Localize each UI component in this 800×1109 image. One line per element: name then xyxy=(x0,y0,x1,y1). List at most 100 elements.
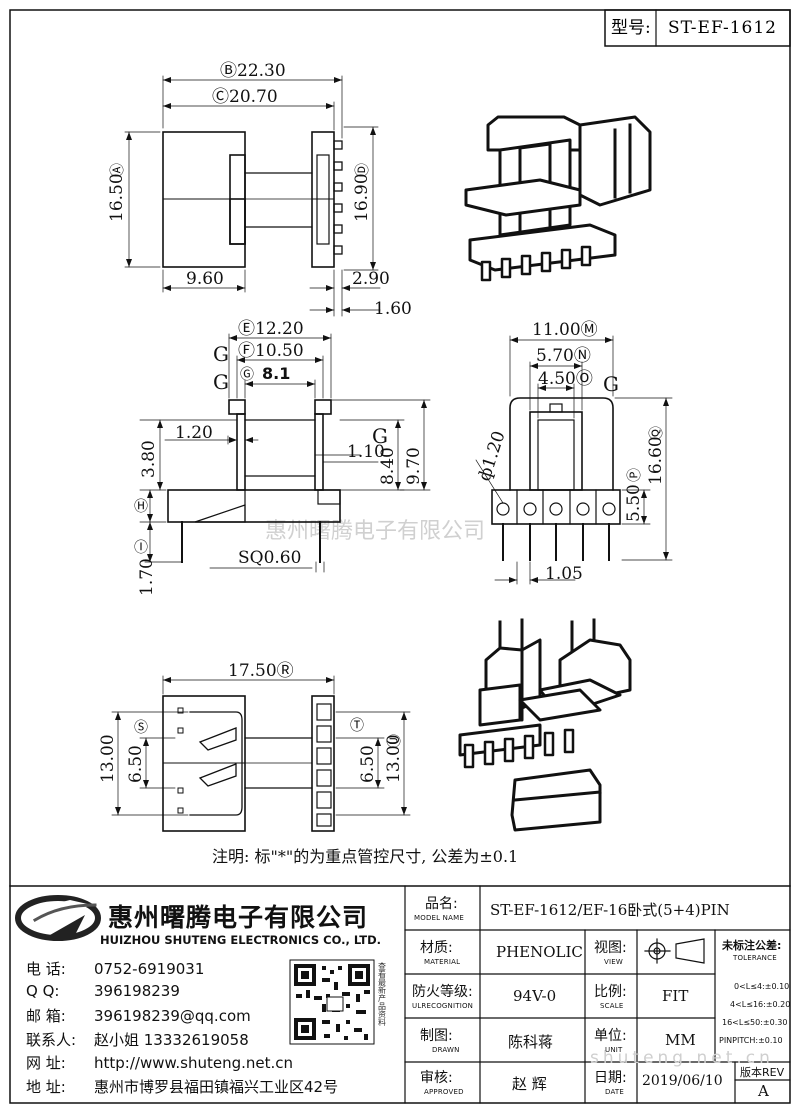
dim-P: 5.50 xyxy=(624,484,644,522)
dim-2-90: 2.90 xyxy=(352,269,390,289)
projection-symbol-icon xyxy=(644,938,705,964)
dim-G-tag: Ⓖ xyxy=(240,367,254,383)
dim-E: Ⓔ12.20 xyxy=(238,319,304,339)
dim-R: 17.50Ⓡ xyxy=(228,661,294,681)
dim-N: 5.70Ⓝ xyxy=(536,346,591,366)
contact-value[interactable]: http://www.shuteng.net.cn xyxy=(94,1054,294,1072)
dim-I-tag: Ⓘ xyxy=(134,540,148,556)
side-view xyxy=(167,399,341,563)
dim-A: 16.50 xyxy=(107,173,127,222)
label-revision: 版本REV xyxy=(740,1066,785,1079)
isometric-view-bottom xyxy=(458,618,632,832)
contact-label: 电 话: xyxy=(26,960,66,978)
label-material-en: MATERIAL xyxy=(424,958,461,966)
label-material: 材质: xyxy=(420,940,453,956)
tolerance-row: 0<L≤4:±0.10 xyxy=(734,982,790,991)
label-model-name-en: MODEL NAME xyxy=(414,914,464,922)
dim-1-60: 1.60 xyxy=(374,299,412,319)
contact-label: 邮 箱: xyxy=(26,1007,66,1025)
dim-D: 16.90 xyxy=(352,173,372,222)
company-name-en: HUIZHOU SHUTENG ELECTRONICS CO., LTD. xyxy=(100,933,382,947)
dim-6-50-right: 6.50 xyxy=(358,745,378,783)
dim-K: 8.40 xyxy=(378,447,398,485)
g-mark-2: G xyxy=(213,370,229,394)
dim-1-05: 1.05 xyxy=(545,564,583,584)
drawing-note: 注明: 标"*"的为重点管控尺寸, 公差为±0.1 xyxy=(212,847,518,866)
g-mark-4: G xyxy=(603,372,619,396)
dim-H-tag: Ⓗ xyxy=(134,499,148,515)
contact-value: 0752-6919031 xyxy=(94,960,205,978)
scale-value: FIT xyxy=(662,987,689,1005)
dim-13-00-right: 13.00 xyxy=(384,734,404,783)
tolerance-row: PINPITCH:±0.10 xyxy=(719,1036,783,1045)
dim-1-20: 1.20 xyxy=(175,423,213,443)
label-unit: 单位: xyxy=(594,1028,627,1044)
date-value: 2019/06/10 xyxy=(642,1073,723,1089)
label-view-en: VIEW xyxy=(604,958,623,966)
dim-1-10: 1.10 xyxy=(347,442,385,462)
drawn-value: 陈科蒋 xyxy=(508,1033,554,1051)
dim-C: Ⓒ20.70 xyxy=(212,87,278,107)
dim-D-tag: Ⓓ xyxy=(355,163,371,177)
drawing-frame xyxy=(9,9,791,1104)
dim-M: 11.00Ⓜ xyxy=(532,320,598,340)
dim-B: Ⓑ22.30 xyxy=(220,61,286,81)
flame-value: 94V-0 xyxy=(513,987,557,1005)
label-approved: 审核: xyxy=(420,1070,453,1086)
contact-label: 地 址: xyxy=(26,1077,66,1096)
label-drawn-en: DRAWN xyxy=(432,1046,460,1054)
isometric-view-top xyxy=(464,115,652,282)
contact-value: 396198239 xyxy=(94,981,180,1000)
label-scale: 比例: xyxy=(594,984,627,1000)
contact-value[interactable]: 396198239@qq.com xyxy=(94,1007,251,1025)
watermark-bottom: shuteng.net.cn xyxy=(590,1048,774,1068)
dim-dia: ф1.20 xyxy=(475,429,510,484)
g-mark-1: G xyxy=(213,342,229,366)
dim-1-70: 1.70 xyxy=(137,558,157,596)
contact-list: 电 话:0752-6919031 Q Q:396198239 邮 箱:39619… xyxy=(26,958,338,1100)
contact-label: 联系人: xyxy=(26,1030,77,1049)
material-value: PHENOLIC xyxy=(496,943,583,961)
label-unit-en: UNIT xyxy=(605,1046,623,1054)
dim-F: Ⓕ10.50 xyxy=(238,341,304,361)
contact-address: 地 址:惠州市博罗县福田镇福兴工业区42号 xyxy=(26,1076,338,1100)
top-view xyxy=(162,131,343,268)
contact-email: 邮 箱: 396198239@qq.com xyxy=(26,1005,286,1029)
title-block-grid xyxy=(9,885,791,1104)
g-mark-3: G xyxy=(372,424,388,448)
dim-O: 4.50Ⓞ xyxy=(538,369,593,389)
label-model-name: 品名: xyxy=(425,896,458,912)
label-flame-en: ULRECOGNITION xyxy=(412,1002,474,1010)
dim-6-50-left: 6.50 xyxy=(126,745,146,783)
dim-Q-tag: Ⓠ xyxy=(649,426,665,440)
bottom-view-dims xyxy=(111,675,411,816)
tolerance-row: 16<L≤50:±0.30 xyxy=(722,1018,788,1027)
contact-person: 联系人: 赵小姐 13332619058 xyxy=(26,1029,286,1053)
dim-L: 9.70 xyxy=(404,447,424,485)
dim-S-tag: Ⓢ xyxy=(134,720,148,736)
label-flame: 防火等级: xyxy=(412,984,473,1000)
label-view: 视图: xyxy=(594,940,627,956)
contact-phone: 电 话: 0752-6919031 xyxy=(26,958,286,982)
contact-label: 网 址: xyxy=(26,1054,66,1072)
contact-value: 赵小姐 13332619058 xyxy=(94,1030,249,1049)
model-header-value: ST-EF-1612 xyxy=(668,18,777,38)
unit-value: MM xyxy=(665,1031,696,1049)
label-date: 日期: xyxy=(594,1070,627,1086)
bottom-view xyxy=(162,695,335,832)
dim-sq: SQ0.60 xyxy=(238,548,301,568)
company-name-cn: 惠州曙腾电子有限公司 xyxy=(108,903,369,932)
front-view xyxy=(491,397,621,561)
label-tolerance: 未标注公差: xyxy=(722,939,782,952)
revision-value: A xyxy=(758,1082,769,1100)
watermark-center: 惠州曙腾电子有限公司 xyxy=(265,519,485,544)
dim-A-tag: Ⓐ xyxy=(110,163,126,177)
product-name-value: ST-EF-1612/EF-16卧式(5+4)PIN xyxy=(490,901,730,919)
company-logo xyxy=(15,895,101,941)
dim-13-00-left: 13.00 xyxy=(98,734,118,783)
tolerance-row: 4<L≤16:±0.20 xyxy=(730,1000,791,1009)
label-approved-en: APPROVED xyxy=(424,1088,464,1096)
approved-value: 赵 辉 xyxy=(512,1075,547,1093)
label-date-en: DATE xyxy=(605,1088,625,1096)
